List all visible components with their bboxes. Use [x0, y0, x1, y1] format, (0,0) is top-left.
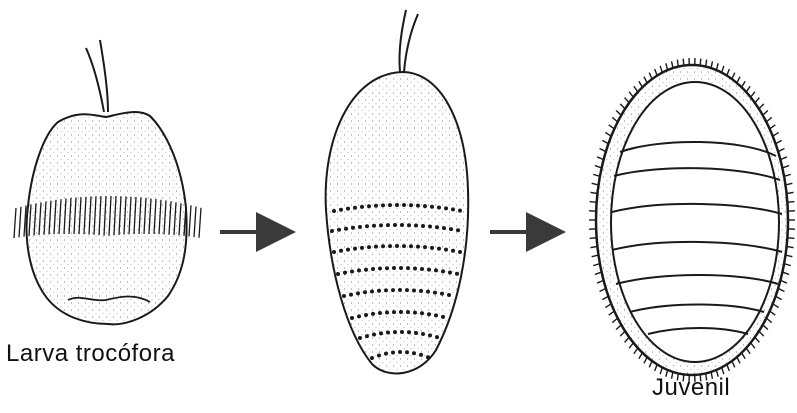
- intermediate-apical-tuft-icon: [399, 10, 418, 72]
- intermediate-larva-figure: [326, 10, 469, 373]
- juvenile-chiton-figure: [589, 58, 795, 382]
- label-juvenil: Juvenil: [652, 374, 730, 402]
- intermediate-body: [326, 72, 469, 373]
- larva-apical-tuft-icon: [86, 40, 108, 112]
- trochophore-larva-figure: [14, 40, 201, 324]
- juvenile-inner-body: [611, 82, 779, 362]
- label-larva-trocofora: Larva trocófora: [6, 340, 175, 368]
